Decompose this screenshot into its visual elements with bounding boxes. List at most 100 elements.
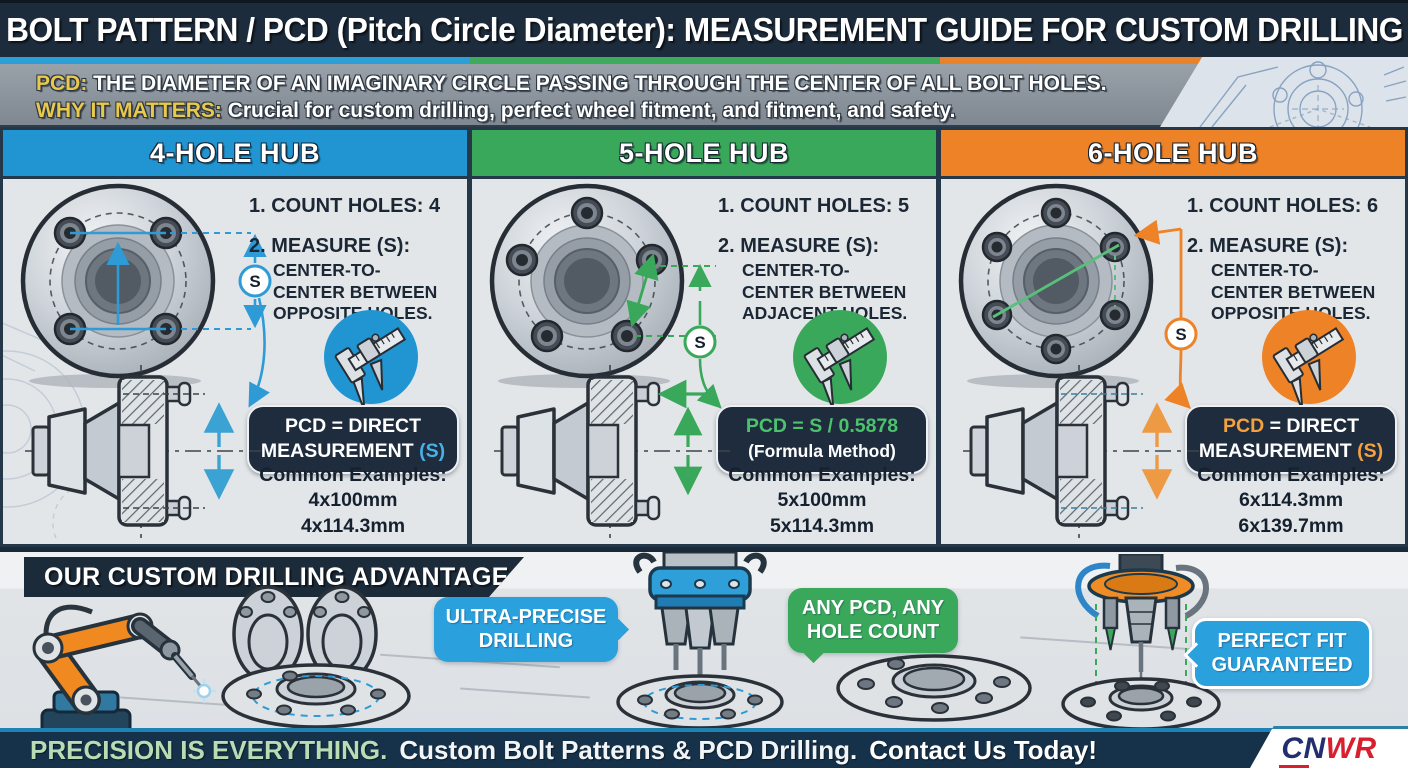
flat-disc: [616, 674, 784, 730]
footer-cta: Contact Us Today!: [869, 734, 1098, 765]
pcd-definition: PCD: THE DIAMETER OF AN IMAGINARY CIRCLE…: [36, 70, 1408, 97]
examples-title: Common Examples:: [728, 464, 916, 486]
common-examples: Common Examples: 4x100mm 4x114.3mm: [241, 463, 465, 539]
step-measure-body: CENTER-TO-CENTER BETWEEN OPPOSITE HOLES.: [273, 260, 438, 324]
drill-press-blue-illustration: [616, 552, 784, 730]
robot-arm-illustration: [32, 604, 216, 734]
stripe-orange: [940, 57, 1408, 64]
flat-disc: [221, 663, 411, 729]
upright-disc: [306, 585, 378, 683]
step-measure-title: 2. MEASURE (S):: [249, 235, 411, 257]
svg-text:S: S: [694, 333, 705, 352]
hub-side-view-5: [494, 365, 730, 538]
plain-disc-illustration: [836, 654, 1032, 722]
column-4-title: 4-HOLE HUB: [3, 130, 467, 179]
drill-chucks: [660, 606, 740, 690]
step-measure-title: 2. MEASURE (S):: [1187, 235, 1349, 257]
brand-logo: CNWR: [1279, 731, 1377, 768]
bolt-holes-6: [981, 197, 1131, 365]
formula-box: PCD = S / 0.5878 (Formula Method): [716, 405, 928, 474]
formula-line2: (Formula Method): [748, 440, 896, 461]
common-examples: Common Examples: 5x100mm 5x114.3mm: [710, 463, 934, 539]
blueprint-sketch-icon: [1199, 61, 1407, 127]
bubble-any-pcd: ANY PCD, ANY HOLE COUNT: [788, 588, 958, 654]
column-4-body: S 1. COUNT HOLES: 4 2. MEASURE (S): CENT…: [3, 179, 467, 541]
footer-tagline-accent: PRECISION IS EVERYTHING.: [30, 734, 388, 765]
step-count-holes: 1. COUNT HOLES: 6: [1187, 195, 1379, 217]
why-label: WHY IT MATTERS:: [36, 99, 222, 122]
formula-line1: PCD = DIRECT: [285, 415, 421, 437]
example-item: 5x114.3mm: [769, 514, 875, 537]
column-6-body: S 1. COUNT HOLES: 6 2. MEASURE (S): CENT…: [941, 179, 1405, 541]
column-6-hole-hub: 6-HOLE HUB: [938, 127, 1408, 547]
formula-line2: MEASUREMENT: [260, 439, 420, 462]
column-5-title: 5-HOLE HUB: [472, 130, 936, 179]
formula-box: PCD = DIRECT MEASUREMENT (S): [247, 405, 459, 474]
formula-line1: PCD = S / 0.5878: [745, 415, 899, 437]
bubble-ultra-precise-text: ULTRA-PRECISE DRILLING: [445, 606, 607, 652]
column-5-hole-hub: 5-HOLE HUB: [469, 127, 939, 547]
why-it-matters: WHY IT MATTERS: Crucial for custom drill…: [36, 97, 1408, 124]
formula-line1: PCD: [1223, 415, 1265, 437]
example-item: 4x114.3mm: [300, 514, 406, 537]
wheel-spacers-illustration: [221, 585, 411, 729]
measure-lines: [70, 231, 267, 331]
pcd-label: PCD:: [36, 72, 88, 95]
tricolor-stripe: [0, 57, 1408, 64]
column-4-hole-hub: 4-HOLE HUB: [0, 127, 470, 547]
flat-disc: [1061, 677, 1221, 731]
why-text: Crucial for custom drilling, perfect whe…: [221, 99, 956, 122]
advantage-section: OUR CUSTOM DRILLING ADVANTAGE:: [0, 547, 1408, 734]
stud-bottom: [634, 495, 661, 521]
caliper-icon: [793, 310, 887, 407]
advantage-banner: OUR CUSTOM DRILLING ADVANTAGE:: [24, 557, 524, 597]
upright-disc: [232, 585, 304, 683]
caliper-icon: [1262, 310, 1356, 407]
measure-lines: [992, 219, 1183, 319]
spark-icon: [193, 679, 216, 703]
bubble-perfect-fit: PERFECT FIT GUARANTEED: [1192, 618, 1372, 690]
steps-4: 1. COUNT HOLES: 4 2. MEASURE (S): CENTER…: [249, 195, 463, 325]
bubble-any-pcd-text: ANY PCD, ANY HOLE COUNT: [801, 597, 945, 643]
column-5-body: S 1. COUNT HOLES: 5 2. MEASURE (S): CENT…: [472, 179, 936, 541]
steps-6: 1. COUNT HOLES: 6 2. MEASURE (S): CENTER…: [1187, 195, 1401, 325]
stripe-green: [470, 57, 940, 64]
stripe-blue: [0, 57, 470, 64]
example-item: 6x114.3mm: [1238, 489, 1344, 512]
caliper-icon: [324, 310, 418, 407]
logo-part-blue: CN: [1281, 731, 1326, 765]
footer-bar: PRECISION IS EVERYTHING. Custom Bolt Pat…: [0, 728, 1408, 768]
s-measurement-badge: S: [238, 264, 272, 298]
example-item: 6x139.7mm: [1238, 514, 1344, 537]
side-measure-arrow: [657, 379, 706, 496]
drill-chucks: [1102, 596, 1181, 684]
intro-bar: PCD: THE DIAMETER OF AN IMAGINARY CIRCLE…: [0, 57, 1408, 127]
steps-5: 1. COUNT HOLES: 5 2. MEASURE (S): CENTER…: [718, 195, 932, 325]
hub-side-view-4: [25, 365, 261, 538]
formula-box: PCD = DIRECT MEASUREMENT (S): [1185, 405, 1397, 474]
svg-text:S: S: [249, 272, 260, 291]
column-6-title: 6-HOLE HUB: [941, 130, 1405, 179]
pcd-text: THE DIAMETER OF AN IMAGINARY CIRCLE PASS…: [87, 72, 1107, 95]
hub-top-view-6: S: [958, 183, 1198, 388]
step-count-holes: 1. COUNT HOLES: 4: [249, 195, 441, 217]
hub-top-view-4: S: [20, 183, 272, 388]
bubble-perfect-fit-text: PERFECT FIT GUARANTEED: [1211, 630, 1353, 676]
page-title: BOLT PATTERN / PCD (Pitch Circle Diamete…: [5, 11, 1403, 48]
logo-part-red: WR: [1325, 731, 1377, 765]
common-examples: Common Examples: 6x114.3mm 6x139.7mm: [1179, 463, 1403, 539]
example-item: 5x100mm: [777, 489, 867, 512]
formula-line2: MEASUREMENT: [1198, 439, 1358, 462]
brand-logo-panel: CNWR: [1250, 726, 1408, 768]
advantage-banner-text: OUR CUSTOM DRILLING ADVANTAGE:: [44, 562, 518, 591]
drill-press-orange-illustration: [1061, 554, 1221, 731]
step-count-holes: 1. COUNT HOLES: 5: [718, 195, 910, 217]
examples-title: Common Examples:: [1197, 464, 1385, 486]
blueprint-panel: [1160, 57, 1408, 127]
stud-top: [634, 381, 661, 407]
examples-title: Common Examples:: [259, 464, 447, 486]
hub-side-view-6: [963, 365, 1199, 538]
svg-text:S: S: [1175, 325, 1186, 344]
example-item: 4x100mm: [308, 489, 398, 512]
